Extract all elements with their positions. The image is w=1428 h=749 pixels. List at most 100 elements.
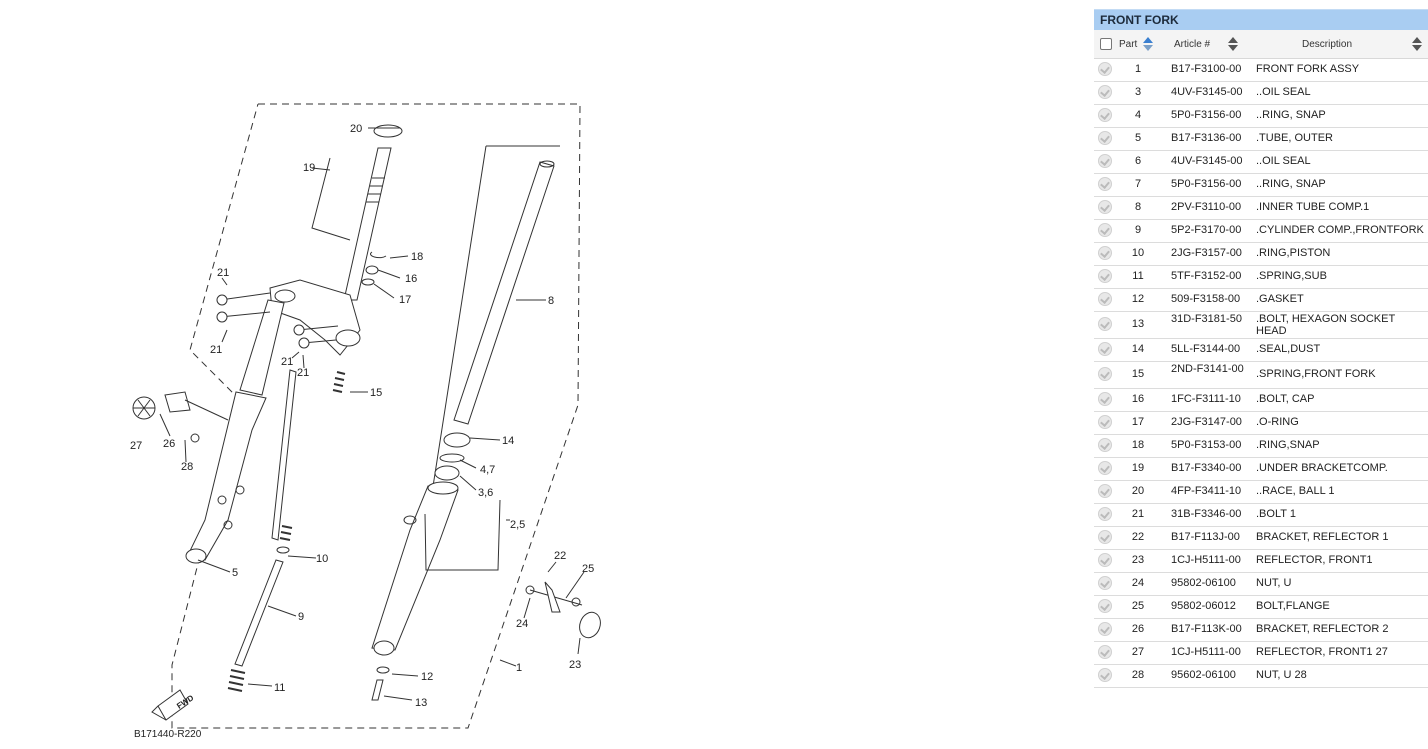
article-number[interactable]: 1CJ-H5111-00: [1171, 646, 1241, 658]
column-header-article[interactable]: Article #: [1174, 39, 1211, 50]
article-number[interactable]: 2JG-F3147-00: [1171, 416, 1242, 428]
sort-article-icon[interactable]: [1228, 37, 1239, 51]
article-number[interactable]: 509-F3158-00: [1171, 293, 1241, 305]
article-number[interactable]: 5LL-F3144-00: [1171, 343, 1241, 355]
article-number[interactable]: B17-F3340-00: [1171, 462, 1242, 474]
part-number: 1: [1134, 63, 1142, 75]
add-to-cart-check-icon[interactable]: [1098, 269, 1112, 283]
add-to-cart-check-icon[interactable]: [1098, 108, 1112, 122]
callout: 13: [415, 697, 427, 709]
add-to-cart-check-icon[interactable]: [1098, 131, 1112, 145]
add-to-cart-check-icon[interactable]: [1098, 576, 1112, 590]
add-to-cart-check-icon[interactable]: [1098, 62, 1112, 76]
add-to-cart-check-icon[interactable]: [1098, 342, 1112, 356]
callout: 17: [399, 294, 411, 306]
add-to-cart-check-icon[interactable]: [1098, 484, 1112, 498]
part-number: 22: [1131, 531, 1145, 543]
article-number[interactable]: 31B-F3346-00: [1171, 508, 1242, 520]
article-number[interactable]: B17-F3100-00: [1171, 63, 1242, 75]
article-number[interactable]: B17-F3136-00: [1171, 132, 1242, 144]
add-to-cart-check-icon[interactable]: [1098, 507, 1112, 521]
article-number[interactable]: B17-F113J-00: [1171, 531, 1240, 543]
article-number[interactable]: 5P0-F3153-00: [1171, 439, 1242, 451]
article-number[interactable]: 4UV-F3145-00: [1171, 155, 1243, 167]
table-row[interactable]: 21 31B-F3346-00 .BOLT 1: [1094, 504, 1428, 527]
add-to-cart-check-icon[interactable]: [1098, 645, 1112, 659]
part-number: 18: [1131, 439, 1145, 451]
article-number[interactable]: 95802-06012: [1171, 600, 1236, 612]
article-number[interactable]: 1CJ-H5111-00: [1171, 554, 1241, 566]
add-to-cart-check-icon[interactable]: [1098, 317, 1112, 331]
article-number[interactable]: 2PV-F3110-00: [1171, 201, 1242, 213]
callout: 8: [548, 295, 554, 307]
add-to-cart-check-icon[interactable]: [1098, 622, 1112, 636]
add-to-cart-check-icon[interactable]: [1098, 367, 1112, 381]
article-number[interactable]: 2ND-F3141-00: [1171, 363, 1244, 375]
add-to-cart-check-icon[interactable]: [1098, 177, 1112, 191]
add-to-cart-check-icon[interactable]: [1098, 292, 1112, 306]
article-number[interactable]: 2JG-F3157-00: [1171, 247, 1242, 259]
article-number[interactable]: 95802-06100: [1171, 577, 1236, 589]
add-to-cart-check-icon[interactable]: [1098, 154, 1112, 168]
part-number: 21: [1131, 508, 1145, 520]
add-to-cart-check-icon[interactable]: [1098, 438, 1112, 452]
add-to-cart-check-icon[interactable]: [1098, 461, 1112, 475]
article-number[interactable]: 5P0-F3156-00: [1171, 109, 1242, 121]
part-description: .BOLT 1: [1256, 508, 1296, 520]
sort-part-icon[interactable]: [1143, 37, 1154, 51]
part-number: 14: [1131, 343, 1145, 355]
column-header-description[interactable]: Description: [1302, 39, 1353, 50]
sort-description-icon[interactable]: [1412, 37, 1423, 51]
add-to-cart-check-icon[interactable]: [1098, 246, 1112, 260]
article-number[interactable]: 31D-F3181-50: [1171, 313, 1242, 325]
callout: 16: [405, 273, 417, 285]
article-number[interactable]: B17-F113K-00: [1171, 623, 1242, 635]
add-to-cart-check-icon[interactable]: [1098, 599, 1112, 613]
add-to-cart-check-icon[interactable]: [1098, 200, 1112, 214]
article-number[interactable]: 95602-06100: [1171, 669, 1236, 681]
part-number: 27: [1131, 646, 1145, 658]
article-number[interactable]: 5P0-F3156-00: [1171, 178, 1242, 190]
add-to-cart-check-icon[interactable]: [1098, 415, 1112, 429]
add-to-cart-check-icon[interactable]: [1098, 223, 1112, 237]
article-number[interactable]: 5P2-F3170-00: [1171, 224, 1242, 236]
add-to-cart-check-icon[interactable]: [1098, 668, 1112, 682]
article-number[interactable]: 1FC-F3111-10: [1171, 393, 1241, 405]
add-to-cart-check-icon[interactable]: [1098, 530, 1112, 544]
select-all-checkbox[interactable]: [1100, 38, 1112, 50]
add-to-cart-check-icon[interactable]: [1098, 85, 1112, 99]
column-header-part[interactable]: Part: [1119, 39, 1138, 50]
article-number[interactable]: 5TF-F3152-00: [1171, 270, 1242, 282]
add-to-cart-check-icon[interactable]: [1098, 392, 1112, 406]
add-to-cart-check-icon[interactable]: [1098, 553, 1112, 567]
article-number[interactable]: 4UV-F3145-00: [1171, 86, 1243, 98]
article-number[interactable]: 4FP-F3411-10: [1171, 485, 1242, 497]
part-number: 26: [1131, 623, 1145, 635]
